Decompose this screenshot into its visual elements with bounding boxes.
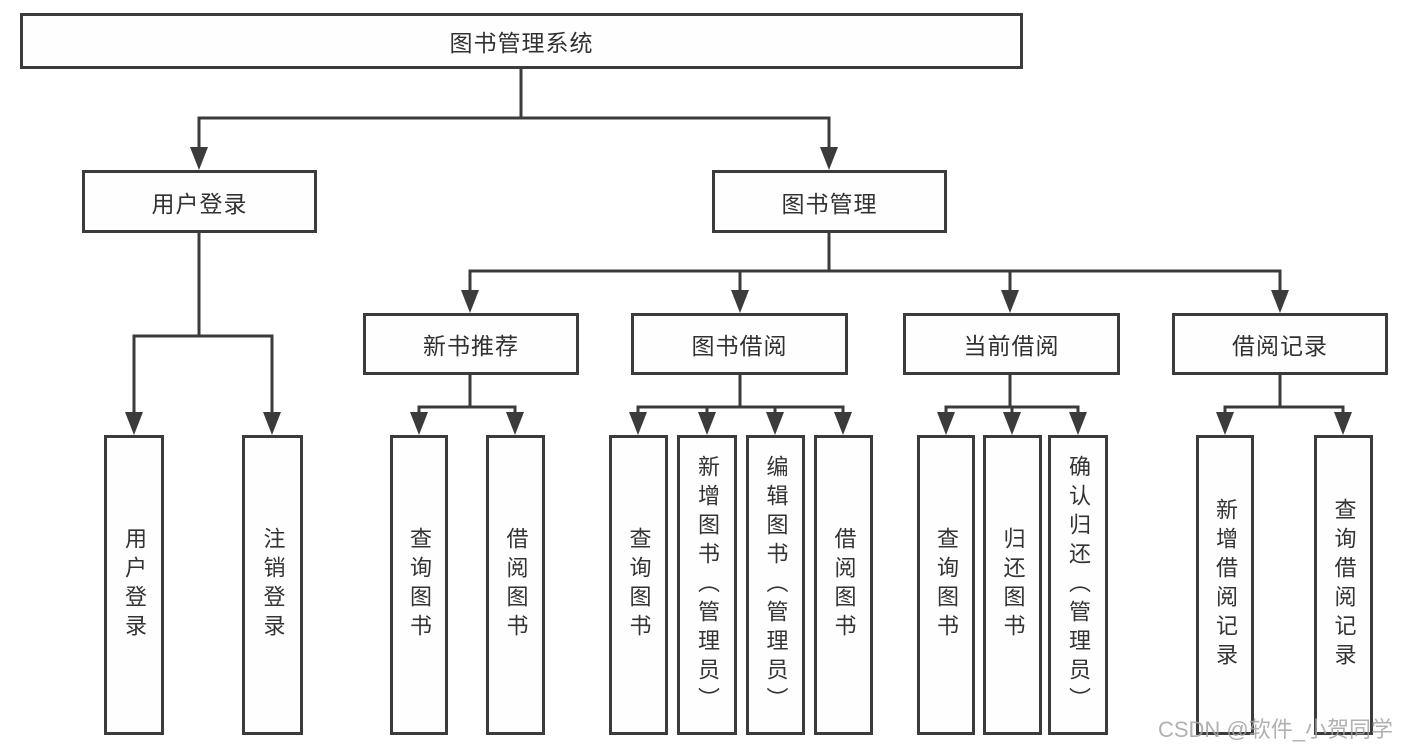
leaf-label: 注销登录 (260, 527, 286, 643)
leaf-user-login: 用户登录 (104, 435, 164, 735)
leaf-current-return-books: 归还图书 (983, 435, 1042, 735)
leaf-label: 新增图书（管理员） (695, 454, 720, 716)
leaf-label: 归还图书 (1000, 527, 1026, 643)
leaf-label: 借阅图书 (831, 527, 857, 643)
node-library-management-system: 图书管理系统 (20, 13, 1023, 69)
leaf-logout: 注销登录 (242, 435, 303, 735)
node-new-book-recommendation: 新书推荐 (363, 313, 579, 375)
leaf-label: 借阅图书 (503, 527, 529, 643)
leaf-current-confirm-return-admin: 确认归还（管理员） (1048, 435, 1108, 735)
node-book-management: 图书管理 (712, 170, 947, 233)
leaf-newbook-borrow-books: 借阅图书 (486, 435, 545, 735)
leaf-records-query-record: 查询借阅记录 (1314, 435, 1373, 735)
leaf-label: 查询图书 (934, 527, 959, 643)
leaf-records-add-record: 新增借阅记录 (1196, 435, 1254, 735)
leaf-newbook-query-books: 查询图书 (390, 435, 448, 735)
leaf-borrowing-add-books-admin: 新增图书（管理员） (677, 435, 737, 735)
leaf-label: 用户登录 (122, 527, 147, 643)
node-user-login: 用户登录 (82, 170, 317, 233)
leaf-label: 查询图书 (626, 527, 652, 643)
arrowhead-icons (125, 147, 1352, 435)
leaf-label: 查询借阅记录 (1331, 498, 1357, 672)
leaf-label: 查询图书 (407, 527, 432, 643)
leaf-label: 编辑图书（管理员） (763, 454, 789, 716)
leaf-borrowing-borrow-books: 借阅图书 (814, 435, 873, 735)
leaf-borrowing-edit-books-admin: 编辑图书（管理员） (746, 435, 805, 735)
node-book-borrowing: 图书借阅 (631, 313, 848, 375)
node-current-borrowing: 当前借阅 (903, 313, 1120, 375)
leaf-current-query-books: 查询图书 (917, 435, 975, 735)
leaf-label: 新增借阅记录 (1213, 498, 1238, 672)
leaf-borrowing-query-books: 查询图书 (609, 435, 668, 735)
node-borrowing-records: 借阅记录 (1172, 313, 1388, 375)
leaf-label: 确认归还（管理员） (1066, 454, 1091, 716)
